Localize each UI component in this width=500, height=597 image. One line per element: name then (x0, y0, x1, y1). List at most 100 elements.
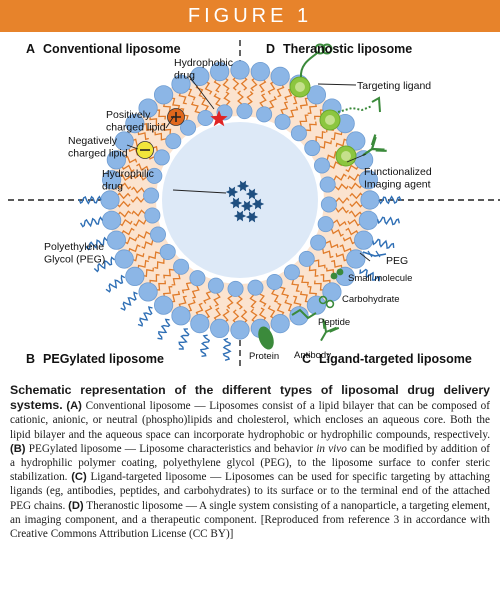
label-line: Hydrophilic (102, 168, 154, 180)
label-line: Small molecule (348, 273, 412, 284)
lipid-head-inner (320, 196, 337, 213)
lipid-head-inner (180, 119, 197, 136)
lipid-head-outer (190, 66, 210, 86)
lipid-head-outer (138, 98, 158, 118)
label-carbohydrate: Carbohydrate (342, 294, 400, 305)
lipid-head-outer (125, 113, 145, 134)
hydrophilic-drug-molecule (245, 188, 259, 200)
hydrophilic-drug-molecule (233, 210, 247, 222)
leader-line (346, 153, 367, 163)
antibody-ligand (362, 134, 387, 157)
quadrant-heading-c: C Ligand-targeted liposome (302, 352, 472, 366)
caption-b-text-2: can be modified by addition of a hydroph… (10, 442, 491, 484)
peg-chain (79, 216, 104, 228)
lipid-head-inner (236, 103, 253, 120)
label-line: Protein (249, 351, 279, 362)
label-peptide: Peptide (318, 317, 350, 328)
peg-chain (137, 306, 153, 327)
peg-chain (376, 216, 400, 226)
lipid-head-outer (190, 314, 210, 334)
protein-ligand (258, 326, 274, 350)
label-line: Functionalized (364, 166, 432, 178)
lipid-head-inner (256, 106, 273, 123)
plus-sign-icon (171, 112, 181, 122)
lipid-head-inner (310, 234, 327, 251)
peg-chain (222, 337, 232, 361)
lipid-head-outer (230, 320, 250, 340)
imaging-agent-2-center (325, 115, 335, 125)
label-line: Glycol (PEG) (44, 254, 105, 266)
peg-chain (157, 318, 171, 340)
peg-chain (200, 334, 211, 357)
lipid-head-inner (317, 216, 334, 233)
lipid-head-outer (171, 306, 191, 326)
caption-a-text: Conventional liposome — Liposomes consis… (10, 400, 491, 441)
label-line: charged lipid (106, 122, 166, 134)
peg-chain (178, 328, 190, 350)
label-line: Antibody (294, 350, 331, 361)
lipid-head-inner (159, 243, 176, 260)
hydrophilic-drug-molecule (240, 200, 254, 212)
label-protein: Protein (249, 351, 279, 362)
leader-line (317, 83, 357, 86)
peg-chain (372, 238, 395, 249)
label-line: Polyethylene (44, 241, 104, 253)
lipid-head-outer (106, 230, 126, 250)
hydrophilic-drug-molecule (245, 211, 259, 223)
lipid-head-outer (106, 150, 126, 170)
label-line: charged lipid (68, 148, 128, 160)
lipid-head-outer (358, 170, 378, 190)
lipid-head-outer (306, 295, 327, 315)
lipid-head-inner (319, 176, 336, 193)
lipid-head-outer (210, 318, 230, 338)
ligand-chain (337, 105, 373, 113)
peg-chain (93, 256, 115, 273)
leader-line (172, 189, 227, 194)
quadrant-label: Ligand-targeted liposome (319, 352, 472, 366)
caption-c-label: (C) (71, 471, 87, 484)
hydrophilic-drug-molecule (229, 197, 243, 209)
label-line: Imaging agent (364, 179, 431, 191)
antibody-ligand (320, 318, 340, 342)
hydrophilic-drug-molecule (225, 186, 239, 198)
lipid-head-outer (102, 170, 122, 190)
quadrant-letter: D (266, 42, 275, 56)
lipid-head-inner (143, 187, 160, 204)
hydrophilic-drug-molecule (251, 198, 265, 210)
caption-b-label: (B) (10, 442, 26, 455)
hydrophobic-drug-star (210, 110, 228, 127)
lipid-head-outer (346, 131, 366, 151)
caption-a-label: (A) (66, 400, 82, 413)
caption-reference: [Reproduced from reference 3 in accordan… (10, 513, 491, 541)
label-line: Carbohydrate (342, 294, 400, 305)
label-line: Hydrophobic (174, 57, 233, 69)
lipid-head-outer (102, 210, 122, 230)
lipid-head-outer (270, 314, 290, 334)
label-targeting-ligand: Targeting ligand (357, 80, 431, 92)
lipid-head-outer (289, 306, 309, 326)
label-line: PEG (386, 255, 408, 267)
caption-d-text: Theranostic liposome — A single system c… (10, 499, 490, 526)
small-molecule-ligand (330, 272, 338, 280)
caption-d-label: (D) (68, 499, 84, 512)
peg-chain (362, 251, 387, 257)
lipid-head-inner (144, 207, 161, 224)
antibody-ligand-arms (362, 134, 387, 157)
quadrant-letter: C (302, 352, 311, 366)
lipid-head-inner (304, 140, 321, 157)
peg-chain (359, 268, 381, 282)
lipid-head-outer (230, 60, 250, 80)
imaging-agent-3-center (341, 151, 351, 161)
lipid-head-outer (346, 249, 366, 269)
carbohydrate-ligand (325, 299, 335, 309)
